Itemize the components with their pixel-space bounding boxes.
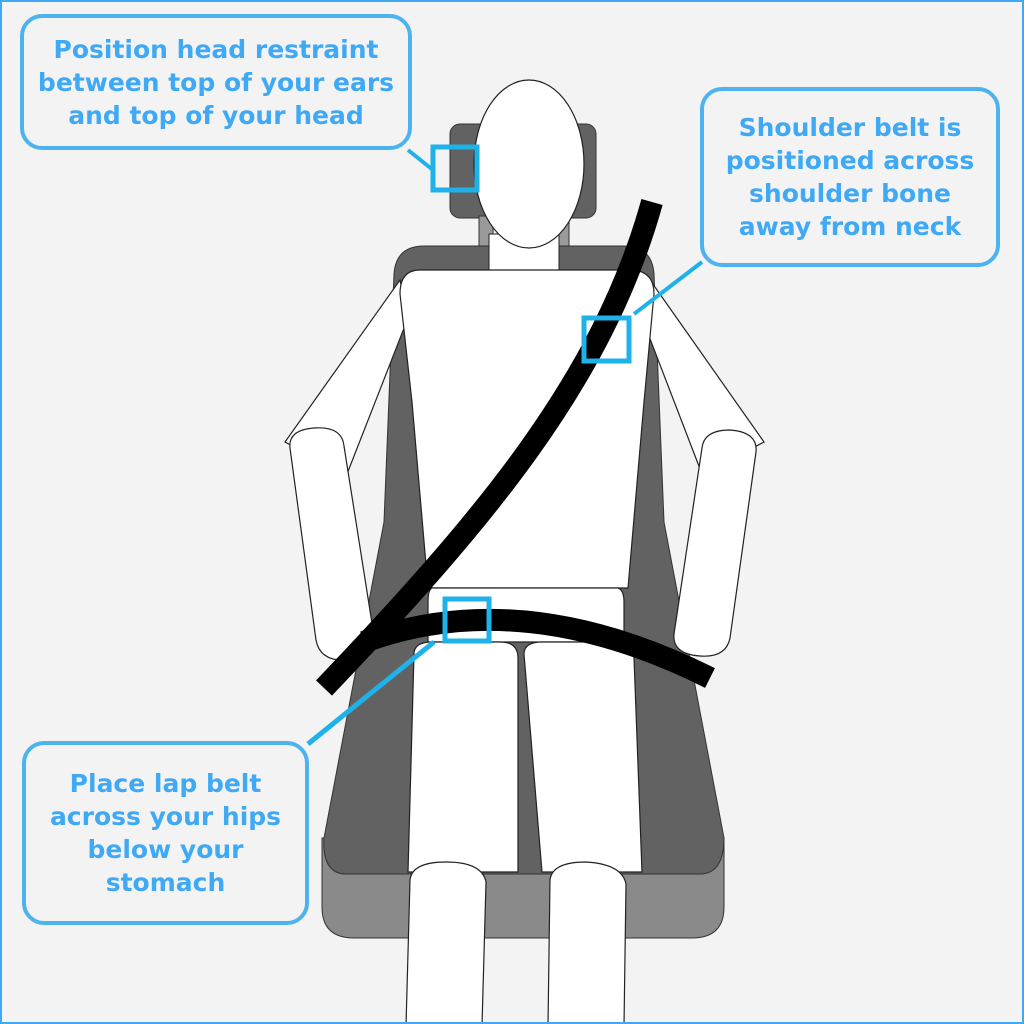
lap-belt-text-line-4: stomach bbox=[105, 868, 226, 897]
shoulder-belt-marker bbox=[581, 315, 632, 364]
lap-belt-text-line-3: below your bbox=[87, 835, 244, 864]
head-restraint-text-line-3: and top of your head bbox=[68, 100, 364, 130]
shoulder-belt-callout: Shoulder belt is positioned across shoul… bbox=[700, 87, 1000, 267]
head-restraint-text-line-1: Position head restraint bbox=[53, 34, 379, 64]
left-forearm bbox=[289, 427, 375, 661]
shoulder-belt-text-line-2: positioned across bbox=[725, 146, 975, 175]
left-lower-leg bbox=[405, 861, 487, 1022]
shoulder-belt-text-line-4: away from neck bbox=[738, 212, 962, 241]
head-restraint-marker bbox=[430, 144, 480, 193]
left-thigh bbox=[407, 641, 519, 873]
lap-belt-callout: Place lap belt across your hips below yo… bbox=[22, 741, 309, 925]
head-restraint-text-line-2: between top of your ears bbox=[37, 67, 395, 97]
head bbox=[473, 79, 585, 249]
lap-belt-text-line-2: across your hips bbox=[49, 802, 282, 831]
leader-line-lap bbox=[306, 640, 436, 746]
right-forearm bbox=[673, 429, 757, 657]
shoulder-belt-text-line-1: Shoulder belt is bbox=[738, 113, 962, 142]
lap-belt bbox=[360, 608, 715, 688]
leader-line-shoulder bbox=[632, 260, 704, 316]
shoulder-belt bbox=[316, 199, 663, 696]
right-thigh bbox=[523, 641, 643, 873]
lap-belt-marker bbox=[442, 596, 492, 644]
shoulder-belt-text-line-3: shoulder bone bbox=[749, 179, 951, 208]
head-restraint-callout: Position head restraint between top of y… bbox=[20, 14, 412, 150]
leader-line-head bbox=[406, 148, 435, 172]
right-lower-leg bbox=[547, 861, 627, 1022]
lap-belt-text-line-1: Place lap belt bbox=[69, 769, 262, 798]
